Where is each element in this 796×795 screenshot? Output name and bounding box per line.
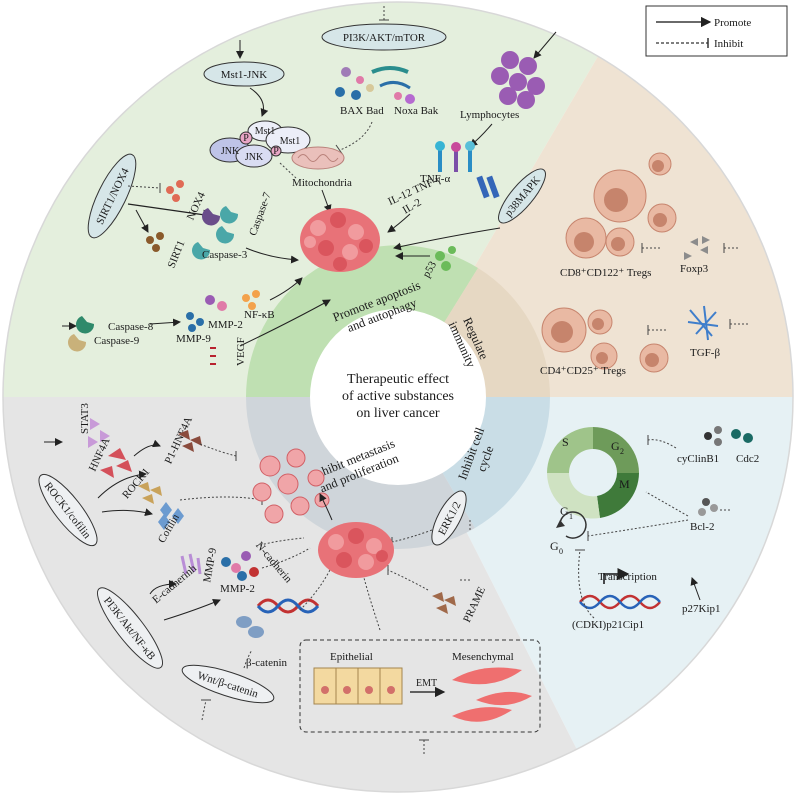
prame-shapes bbox=[432, 592, 456, 614]
cycle-cyclinb1-label: cyClinB1 bbox=[677, 453, 719, 465]
cycle-cdc2-label: Cdc2 bbox=[736, 453, 759, 465]
metastasis-mmp2-label: MMP-2 bbox=[220, 583, 255, 595]
immunity-content: CD8⁺CD122⁺ Tregs Foxp3 CD4⁺CD25⁺ Tregs bbox=[540, 152, 748, 377]
epithelial-cells bbox=[313, 667, 403, 705]
p53-proteins bbox=[435, 246, 456, 271]
foxp3-shapes bbox=[684, 236, 710, 260]
apoptosis-p-a-label: P bbox=[243, 133, 249, 144]
pi3k-akt-mtor-oval bbox=[321, 23, 447, 51]
nfkb-proteins bbox=[242, 290, 260, 310]
apoptosis-nfkb-label: NF-κB bbox=[244, 309, 275, 321]
apoptosis-jnk-b-label: JNK bbox=[245, 152, 264, 163]
emt-box bbox=[299, 639, 541, 733]
apoptosis-lymphocytes-label: Lymphocytes bbox=[460, 109, 519, 121]
cycle-g2-sub-label: 2 bbox=[620, 447, 624, 456]
g0-label: G bbox=[550, 539, 559, 553]
cd8-tregs-cells bbox=[565, 152, 677, 259]
cyclinb1-cdc2-proteins bbox=[704, 426, 753, 446]
apoptosis-mst1-a-label: Mst1 bbox=[255, 126, 276, 137]
stat3-shapes bbox=[88, 418, 110, 448]
mitochondria-shape bbox=[291, 146, 345, 170]
cycle-p21-label: (CDKI)p21Cip1 bbox=[572, 619, 644, 631]
cycle-transcription-label: Transcription bbox=[598, 571, 657, 583]
caspase-3-7-shapes bbox=[192, 206, 239, 260]
mst1-jnk-oval bbox=[203, 61, 285, 87]
apoptosis-mmp9-label: MMP-9 bbox=[176, 333, 211, 345]
jnk-mst1-complex: JNK JNK Mst1 Mst1 P P bbox=[209, 120, 311, 168]
g1-label: G bbox=[560, 504, 569, 518]
metastasis-mesenchymal-label: Mesenchymal bbox=[452, 651, 514, 663]
apoptosis-caspase3-label: Caspase-3 bbox=[202, 249, 248, 261]
center-line2-label: of active substances bbox=[342, 389, 454, 404]
immunity-tgfb-label: TGF-β bbox=[690, 347, 720, 359]
cycle-g1-sub-label: 1 bbox=[569, 512, 573, 521]
mesenchymal-cells bbox=[452, 667, 532, 722]
mmp-proteins bbox=[186, 295, 227, 332]
cycle-m-label: M bbox=[619, 477, 630, 491]
cycle-p27-label: p27Kip1 bbox=[682, 603, 721, 615]
metastatic-cells bbox=[252, 448, 330, 524]
immunity-cd8-tregs-label: CD8⁺CD122⁺ Tregs bbox=[560, 267, 651, 279]
apoptosis-vegf-label: VEGF bbox=[235, 337, 247, 366]
cycle-content: S G 2 M G 1 G 0 cyClinB1 Cdc2 Bcl-2 T bbox=[547, 426, 759, 631]
apoptosis-caspase8-label: Caspase-8 bbox=[108, 321, 154, 333]
e-cadherin-shapes bbox=[180, 553, 202, 575]
apoptosis-content: PI3K/AKT/mTOR Mst1-JNK JNK JNK Mst1 Mst1… bbox=[62, 6, 557, 366]
metastasis-emt-label: EMT bbox=[416, 678, 437, 689]
nox4-proteins bbox=[166, 180, 184, 202]
legend-promote: Promote bbox=[714, 17, 751, 29]
apoptosis-p-b-label: P bbox=[273, 146, 279, 157]
center-line1-label: Therapeutic effect bbox=[347, 372, 449, 387]
apoptosis-noxa-bak-label: Noxa Bak bbox=[394, 105, 439, 117]
metastasis-stat3-label: STAT3 bbox=[79, 403, 91, 434]
cycle-bcl2-label: Bcl-2 bbox=[690, 521, 714, 533]
hnf4a-shapes bbox=[100, 448, 132, 478]
cd4-tregs-cells bbox=[541, 307, 669, 373]
apoptosis-mst1-b-label: Mst1 bbox=[280, 136, 301, 147]
tumor-cluster-apoptosis bbox=[300, 208, 380, 272]
center-title: Therapeutic effect of active substances … bbox=[342, 372, 454, 421]
lymphocytes-cluster bbox=[491, 51, 545, 109]
apoptosis-pi3k-akt-mtor-label: PI3K/AKT/mTOR bbox=[343, 32, 426, 44]
tumor-cluster-metastasis bbox=[318, 522, 394, 578]
bcl2-proteins bbox=[698, 498, 718, 516]
g2-label: G bbox=[611, 439, 620, 453]
apoptosis-mmp2-label: MMP-2 bbox=[208, 319, 243, 331]
dna-helix-metastasis bbox=[256, 598, 320, 614]
dna-helix-cycle bbox=[579, 594, 661, 610]
sirt1-proteins bbox=[146, 232, 164, 252]
legend-inhibit: Inhibit bbox=[714, 38, 743, 50]
cycle-s-label: S bbox=[562, 435, 569, 449]
apoptosis-sector bbox=[3, 2, 631, 397]
apoptosis-caspase9-label: Caspase-9 bbox=[94, 335, 140, 347]
apoptosis-bax-bad-label: BAX Bad bbox=[340, 105, 384, 117]
tgfb-shapes bbox=[687, 305, 719, 341]
bax-bad-proteins bbox=[335, 66, 415, 104]
cycle-g0-sub-label: 0 bbox=[559, 547, 563, 556]
metastasis-beta-catenin-label: β-catenin bbox=[246, 657, 288, 669]
cytokine-receptors bbox=[435, 141, 500, 199]
apoptosis-mitochondria-label: Mitochondria bbox=[292, 177, 352, 189]
cofilin-shapes bbox=[158, 502, 184, 530]
mmp-9-2-proteins bbox=[221, 551, 259, 581]
beta-catenin-shapes bbox=[236, 616, 264, 638]
rock1-shapes bbox=[138, 482, 162, 504]
inner-ring bbox=[246, 245, 550, 549]
p1-hnf4a-shapes bbox=[178, 430, 202, 452]
apoptosis-mst1-jnk-label: Mst1-JNK bbox=[221, 69, 268, 81]
legend: Promote Inhibit bbox=[645, 5, 788, 57]
center-line3-label: on liver cancer bbox=[356, 406, 440, 421]
cell-cycle-wheel bbox=[547, 427, 639, 519]
immunity-foxp3-label: Foxp3 bbox=[680, 263, 709, 275]
apoptosis-jnk-a-label: JNK bbox=[221, 146, 240, 157]
apoptosis-tnfa-label: TNF-α bbox=[420, 173, 450, 185]
metastasis-epithelial-label: Epithelial bbox=[330, 651, 373, 663]
immunity-cd4-tregs-label: CD4⁺CD25⁺ Tregs bbox=[540, 365, 626, 377]
